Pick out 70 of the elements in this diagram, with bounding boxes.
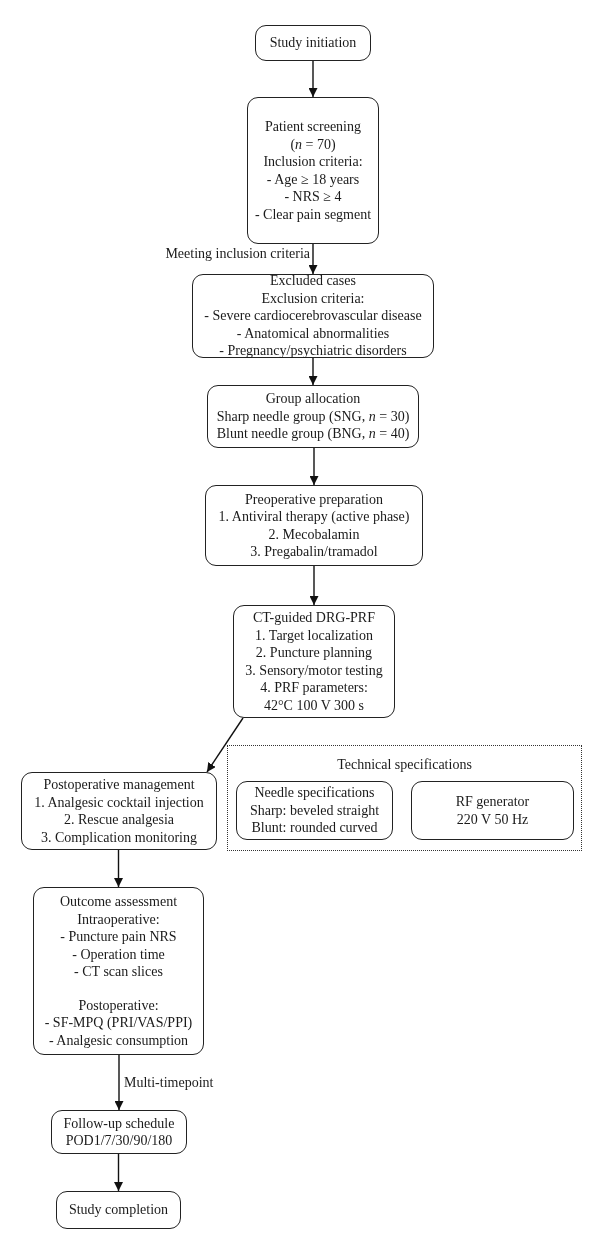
box-heading: RF generator — [455, 793, 530, 811]
box-heading: Study initiation — [269, 34, 357, 52]
box-text: - CT scan slices — [74, 963, 163, 981]
box-text: 1. Antiviral therapy (active phase) — [218, 508, 410, 526]
box-text: - Age ≥ 18 years — [266, 170, 360, 188]
process-box — [233, 605, 395, 718]
box-text: 4. PRF parameters: — [260, 679, 368, 697]
box-text: - Analgesic consumption — [48, 1031, 189, 1049]
arrow — [206, 717, 244, 773]
box-heading: Group allocation — [265, 390, 361, 408]
box-text: POD1/7/30/90/180 — [65, 1132, 173, 1150]
box-text: Blunt needle group (BNG, n = 40) — [216, 425, 410, 443]
box-text: - Clear pain segment — [254, 205, 372, 223]
process-box — [56, 1191, 181, 1229]
arrow — [308, 243, 318, 275]
box-text: 3. Complication monitoring — [41, 828, 197, 846]
box-text: - NRS ≥ 4 — [284, 188, 342, 206]
arrow — [309, 447, 319, 486]
box-text: 1. Analgesic cocktail injection — [34, 793, 204, 811]
box-text: Blunt: rounded curved — [251, 819, 378, 837]
box-text: Sharp needle group (SNG, n = 30) — [216, 407, 410, 426]
arrow — [308, 357, 318, 386]
box-text: 3. Pregabalin/tramadol — [250, 543, 378, 561]
box-text: - Operation time — [72, 945, 165, 963]
box-heading: Needle specifications — [254, 784, 375, 802]
process-box — [33, 887, 204, 1055]
box-text: 3. Sensory/motor testing — [245, 661, 383, 679]
box-text: 2. Mecobalamin — [268, 525, 360, 543]
arrow — [114, 1054, 124, 1111]
box-text: 42°C 100 V 300 s — [264, 696, 364, 714]
box-heading: Study completion — [68, 1201, 169, 1219]
box-heading: Postoperative management — [43, 776, 195, 794]
box-text: Intraoperative: — [77, 910, 160, 928]
box-heading: Excluded cases — [270, 272, 356, 290]
process-box — [411, 781, 574, 840]
arrow — [114, 1153, 123, 1192]
box-text: Inclusion criteria: — [263, 153, 363, 171]
box-heading: Follow-up schedule — [63, 1114, 175, 1132]
box-text: - Severe cardiocerebrovascular disease — [204, 307, 422, 325]
box-heading: Technical specifications — [337, 756, 472, 774]
arrow — [308, 60, 318, 98]
box-text: 2. Rescue analgesia — [64, 811, 174, 829]
process-box — [255, 25, 371, 61]
box-text: 1. Target localization — [255, 626, 373, 644]
process-box — [21, 772, 217, 850]
box-text: 220 V 50 Hz — [456, 810, 529, 828]
box-heading: Preoperative preparation — [245, 490, 383, 508]
box-text: Postoperative: — [78, 996, 159, 1014]
arrow — [114, 849, 123, 888]
edge-label: Meeting inclusion criteria — [163, 246, 312, 262]
box-text: Sharp: beveled straight — [249, 801, 380, 820]
process-box — [205, 485, 423, 566]
box-text: - SF-MPQ (PRI/VAS/PPI) — [44, 1014, 193, 1032]
box-heading: Outcome assessment — [60, 893, 177, 911]
box-heading: Patient screening — [265, 118, 361, 136]
box-text: - Pregnancy/psychiatric disorders — [219, 342, 407, 360]
dotted-group-box — [227, 745, 582, 851]
box-text: (n = 70) — [290, 135, 336, 153]
process-box — [51, 1110, 187, 1154]
box-heading: CT-guided DRG-PRF — [253, 609, 375, 627]
process-box — [247, 97, 379, 244]
process-box — [236, 781, 393, 840]
box-text: - Puncture pain NRS — [60, 928, 177, 946]
process-box — [192, 274, 434, 358]
box-text: - Anatomical abnormalities — [236, 324, 390, 343]
process-box — [207, 385, 419, 448]
box-text: Exclusion criteria: — [261, 289, 365, 308]
box-text: 2. Puncture planning — [255, 644, 373, 662]
edge-label: Multi-timepoint — [122, 1074, 216, 1091]
arrow — [309, 565, 319, 606]
